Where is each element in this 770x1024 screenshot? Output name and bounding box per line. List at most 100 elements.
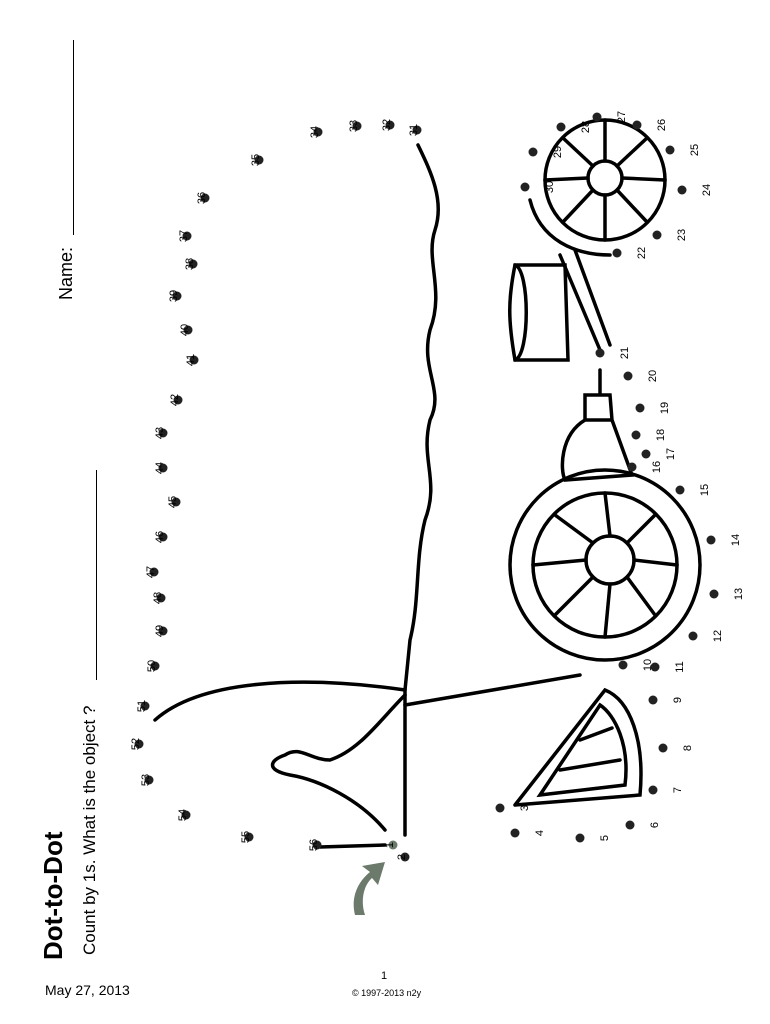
dot-label: 39 bbox=[168, 290, 180, 302]
dot-15[interactable] bbox=[675, 485, 685, 495]
dot-10[interactable] bbox=[618, 660, 628, 670]
name-line[interactable] bbox=[73, 40, 74, 235]
dot-43[interactable] bbox=[158, 428, 168, 438]
dot-label: 30 bbox=[544, 181, 556, 193]
dot-4[interactable] bbox=[510, 828, 520, 838]
dot-label: 19 bbox=[659, 402, 671, 414]
dot-label: 33 bbox=[348, 120, 360, 132]
dot-14[interactable] bbox=[706, 535, 716, 545]
big-wheel-spokes bbox=[531, 491, 679, 639]
dot-36[interactable] bbox=[200, 193, 210, 203]
dot-label: 17 bbox=[665, 448, 677, 460]
dot-46[interactable] bbox=[158, 532, 168, 542]
dot-label: 46 bbox=[154, 531, 166, 543]
dot-20[interactable] bbox=[623, 371, 633, 381]
dot-11[interactable] bbox=[650, 662, 660, 672]
dot-19[interactable] bbox=[635, 403, 645, 413]
dot-6[interactable] bbox=[625, 820, 635, 830]
dot-label: 49 bbox=[154, 625, 166, 637]
lamp bbox=[560, 368, 635, 482]
dot-26[interactable] bbox=[632, 120, 642, 130]
dot-28[interactable] bbox=[556, 122, 566, 132]
dot-51[interactable] bbox=[140, 701, 150, 711]
dot-38[interactable] bbox=[188, 259, 198, 269]
dot-24[interactable] bbox=[677, 185, 687, 195]
dot-27[interactable] bbox=[592, 112, 602, 122]
dot-5[interactable] bbox=[575, 833, 585, 843]
dot-7[interactable] bbox=[648, 785, 658, 795]
dot-label: 26 bbox=[656, 119, 668, 131]
barrel bbox=[508, 263, 570, 362]
dot-label: 20 bbox=[647, 370, 659, 382]
wavy-line bbox=[403, 143, 440, 692]
dot-label: 23 bbox=[676, 229, 688, 241]
dot-13[interactable] bbox=[709, 589, 719, 599]
dot-label: 53 bbox=[140, 774, 152, 786]
dot-53[interactable] bbox=[144, 775, 154, 785]
dot-9[interactable] bbox=[648, 695, 658, 705]
dot-56[interactable] bbox=[312, 840, 322, 850]
shaft-line-2 bbox=[403, 673, 582, 707]
dot-29[interactable] bbox=[528, 147, 538, 157]
dot-30[interactable] bbox=[520, 182, 530, 192]
dot-18[interactable] bbox=[631, 430, 641, 440]
dot-label: 6 bbox=[649, 822, 661, 828]
dot-label: 5 bbox=[599, 835, 611, 841]
dot-42[interactable] bbox=[173, 395, 183, 405]
dot-label: 31 bbox=[408, 124, 420, 136]
dot-17[interactable] bbox=[641, 449, 651, 459]
dot-3[interactable] bbox=[495, 803, 505, 813]
dot-22[interactable] bbox=[612, 248, 622, 258]
dot-35[interactable] bbox=[254, 155, 264, 165]
dot-label: 15 bbox=[699, 484, 711, 496]
dot-32[interactable] bbox=[385, 120, 395, 130]
dot-label: 24 bbox=[701, 184, 713, 196]
page-number: 1 bbox=[381, 970, 388, 982]
curved-arrow-icon bbox=[353, 862, 385, 915]
dot-37[interactable] bbox=[182, 231, 192, 241]
dot-label: 7 bbox=[672, 787, 684, 793]
dot-39[interactable] bbox=[172, 291, 182, 301]
big-wheel-rim bbox=[508, 468, 702, 662]
dot-label: 50 bbox=[146, 660, 158, 672]
dot-52[interactable] bbox=[134, 739, 144, 749]
dot-23[interactable] bbox=[652, 230, 662, 240]
dot-label: 51 bbox=[136, 700, 148, 712]
dot-33[interactable] bbox=[352, 121, 362, 131]
dot-45[interactable] bbox=[171, 497, 181, 507]
dot-25[interactable] bbox=[665, 145, 675, 155]
dot-label: 1 bbox=[384, 842, 396, 848]
dot-41[interactable] bbox=[189, 355, 199, 365]
dot-label: 3 bbox=[519, 805, 531, 811]
dot-2[interactable] bbox=[400, 852, 410, 862]
dot-1[interactable] bbox=[388, 840, 398, 850]
dot-31[interactable] bbox=[412, 125, 422, 135]
dot-50[interactable] bbox=[150, 661, 160, 671]
dot-label: 43 bbox=[154, 427, 166, 439]
dot-label: 34 bbox=[309, 126, 321, 138]
dot-label: 16 bbox=[651, 461, 663, 473]
answer-line[interactable] bbox=[96, 470, 97, 680]
dot-label: 36 bbox=[196, 192, 208, 204]
dot-label: 11 bbox=[674, 661, 686, 672]
dot-label: 8 bbox=[682, 745, 694, 751]
dot-49[interactable] bbox=[158, 626, 168, 636]
dot-34[interactable] bbox=[313, 127, 323, 137]
dot-label: 13 bbox=[733, 588, 745, 600]
dot-44[interactable] bbox=[158, 463, 168, 473]
dot-21[interactable] bbox=[595, 348, 605, 358]
dot-16[interactable] bbox=[627, 462, 637, 472]
dot-8[interactable] bbox=[658, 743, 668, 753]
dot-54[interactable] bbox=[181, 810, 191, 820]
dot-48[interactable] bbox=[156, 593, 166, 603]
dot-40[interactable] bbox=[183, 325, 193, 335]
dot-label: 52 bbox=[130, 738, 142, 750]
dot-label: 35 bbox=[250, 154, 262, 166]
dot-47[interactable] bbox=[149, 567, 159, 577]
dot-label: 9 bbox=[672, 697, 684, 703]
dot-12[interactable] bbox=[688, 631, 698, 641]
dot-55[interactable] bbox=[244, 832, 254, 842]
dot-label: 47 bbox=[145, 566, 157, 578]
